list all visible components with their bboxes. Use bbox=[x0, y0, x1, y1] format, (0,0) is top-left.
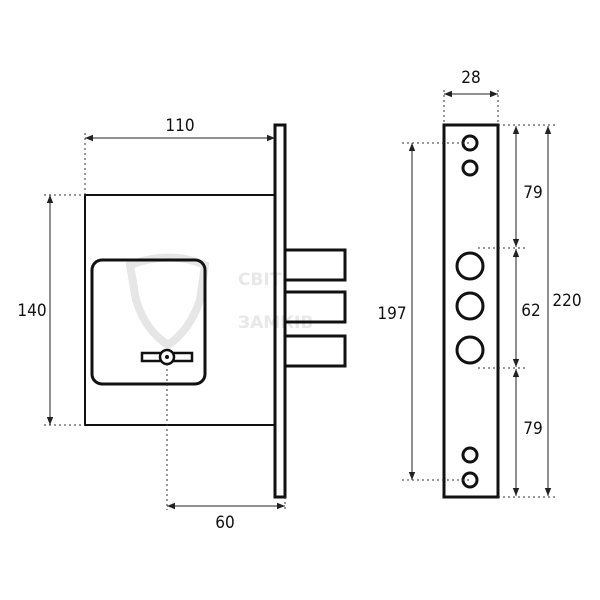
dim-28: 28 bbox=[461, 68, 480, 88]
dim-197: 197 bbox=[377, 304, 406, 324]
dim-60: 60 bbox=[215, 513, 234, 533]
dim-62: 62 bbox=[521, 301, 540, 321]
bolt-hole bbox=[455, 291, 485, 321]
key-panel bbox=[90, 258, 207, 386]
strike-plate bbox=[442, 123, 500, 499]
dim-110: 110 bbox=[165, 116, 194, 136]
svg-text:СВІТ: СВІТ bbox=[238, 270, 282, 290]
watermark-logo: СВІТ ЗАМКІВ bbox=[125, 253, 313, 350]
bolt-hole bbox=[455, 251, 485, 281]
bolt-middle bbox=[283, 290, 347, 324]
bolt-top bbox=[283, 248, 347, 282]
screw-hole bbox=[461, 134, 479, 152]
dim-140: 140 bbox=[17, 301, 46, 321]
screw-hole bbox=[461, 446, 479, 464]
keyhole-icon bbox=[140, 348, 194, 366]
dim-220: 220 bbox=[552, 291, 581, 311]
screw-hole bbox=[461, 471, 479, 489]
screw-hole bbox=[461, 159, 479, 177]
dim-79-bottom: 79 bbox=[523, 419, 542, 439]
bolt-hole bbox=[455, 335, 485, 365]
bolt-bottom bbox=[283, 334, 347, 368]
dim-79-top: 79 bbox=[523, 183, 542, 203]
lock-body bbox=[84, 194, 276, 426]
